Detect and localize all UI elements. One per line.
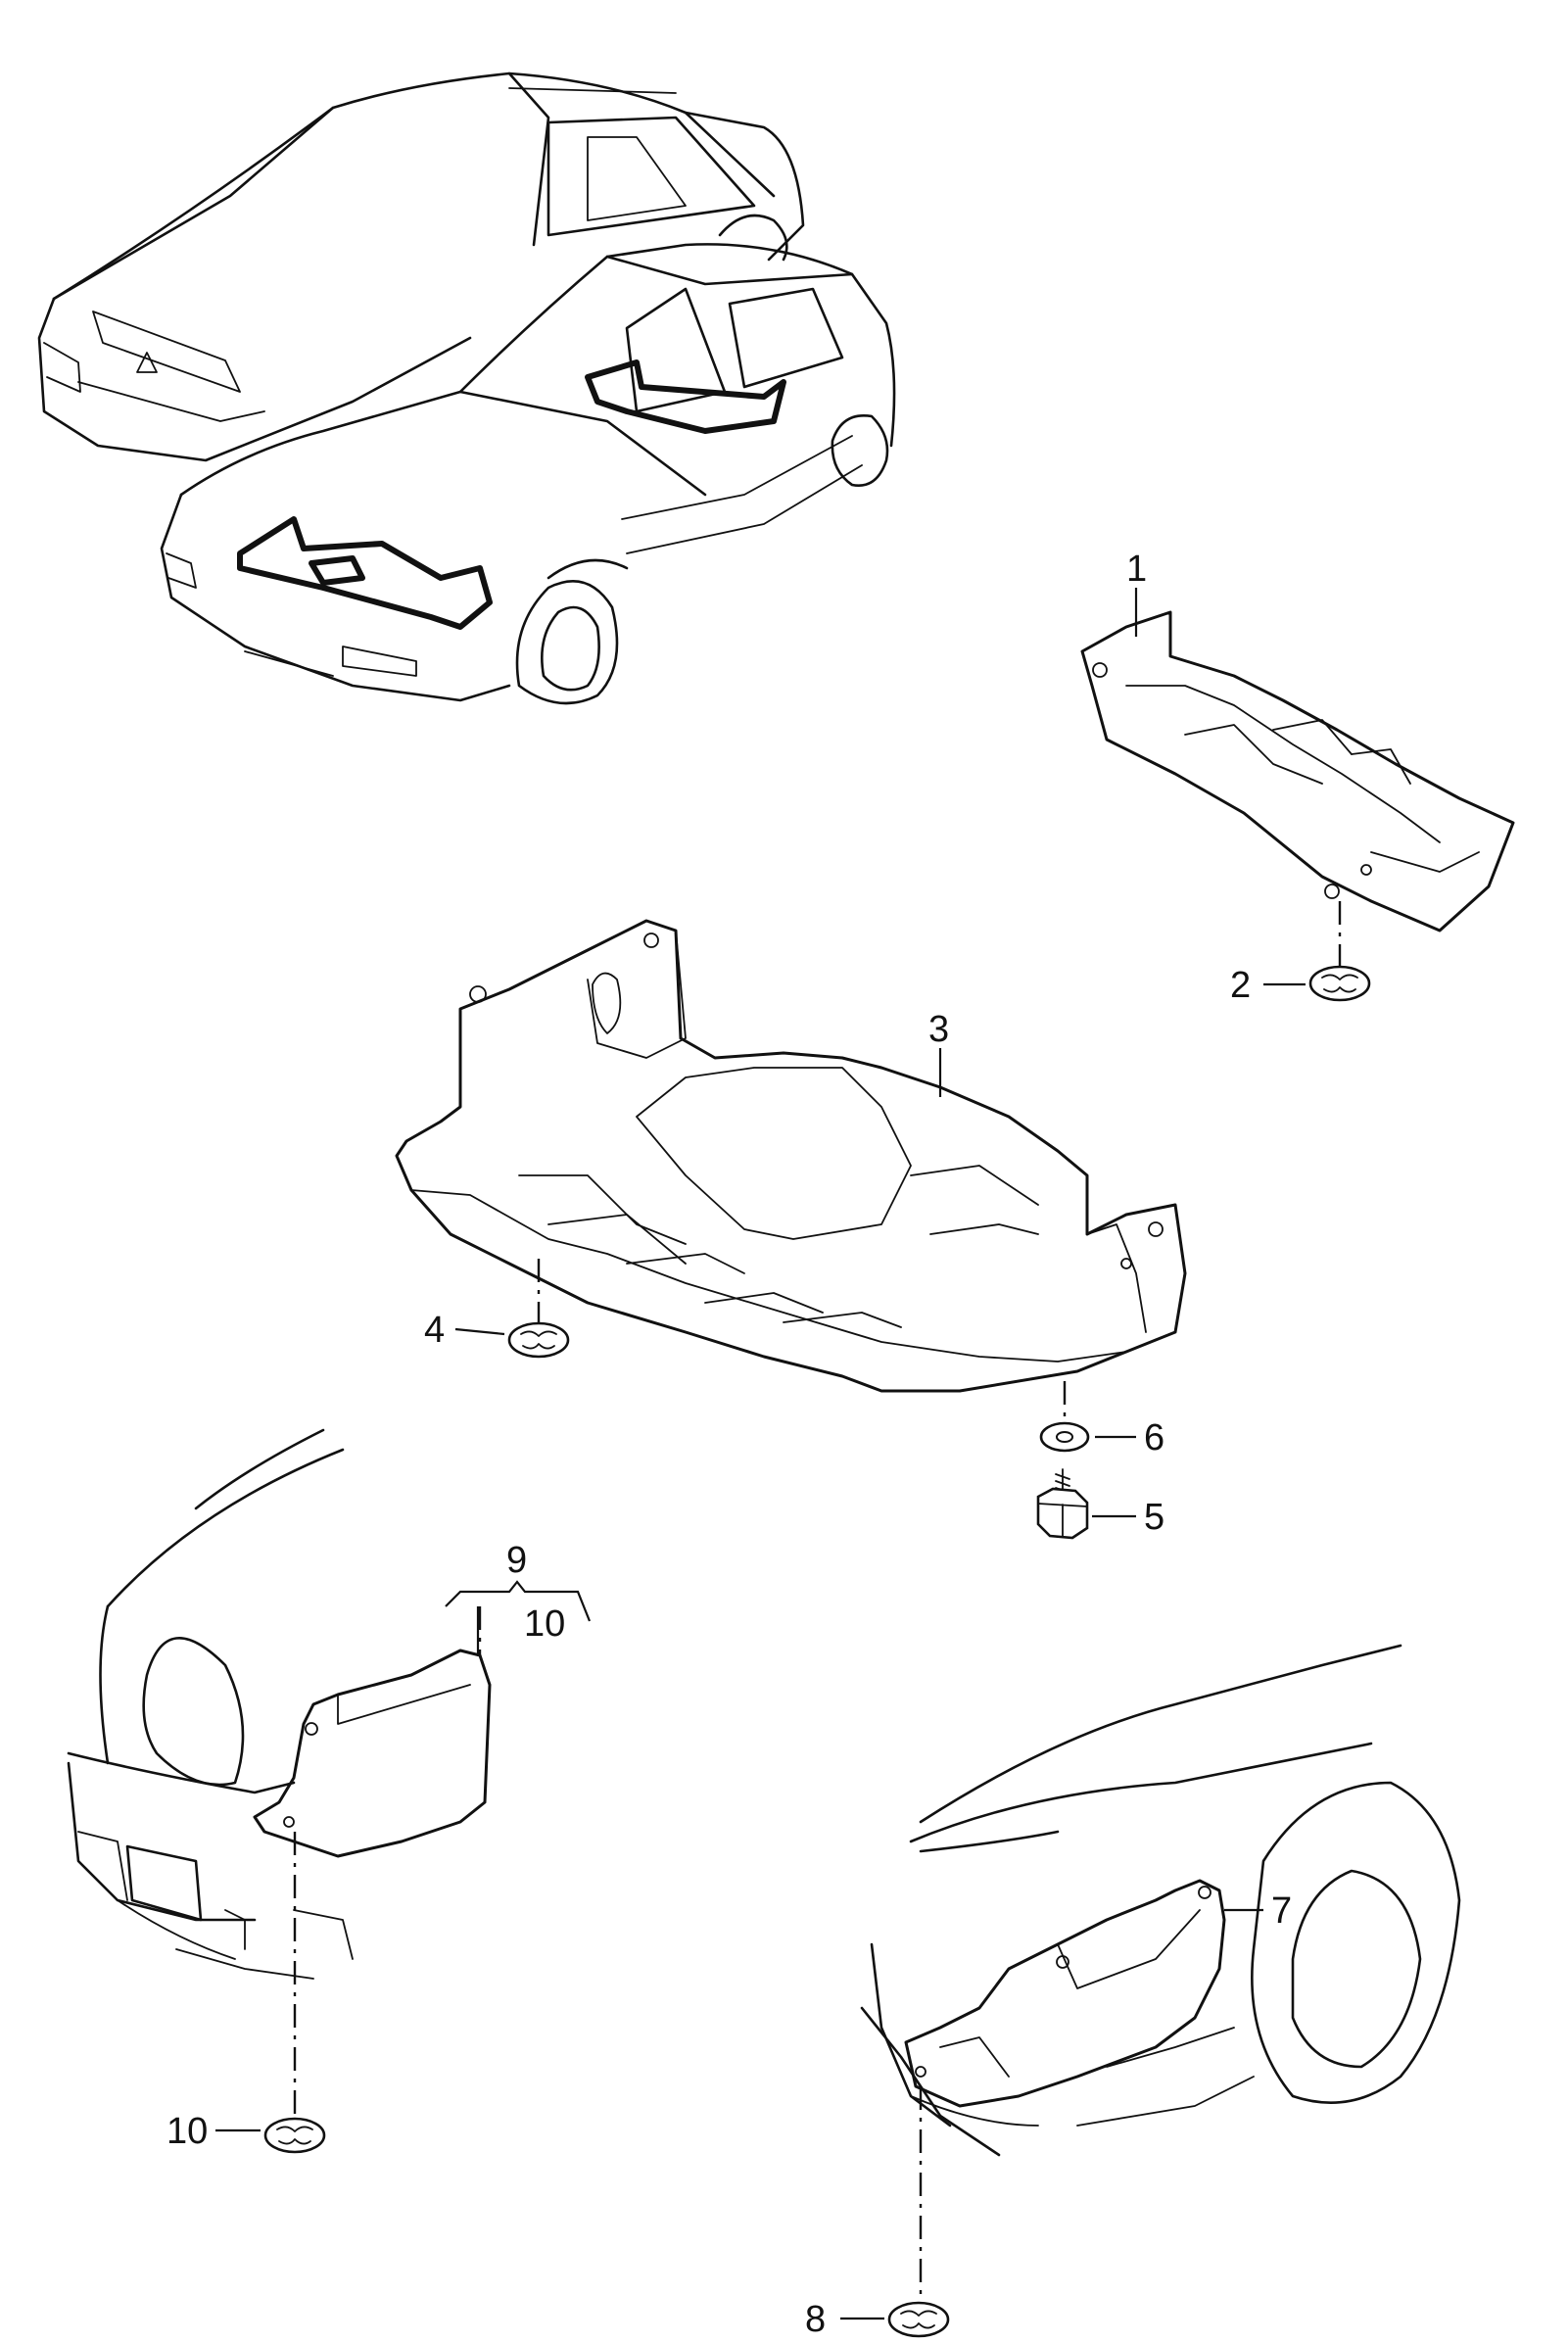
bracket-9 [445, 1580, 592, 1622]
gearbox-cover-highlight [585, 359, 786, 434]
screw-5 [1036, 1468, 1089, 1540]
speed-nut-8 [887, 2301, 950, 2338]
callout-7: 7 [1271, 1890, 1292, 1932]
callout-5: 5 [1144, 1497, 1164, 1538]
speed-nut-10 [263, 2117, 326, 2154]
speed-nut-2 [1308, 965, 1371, 1002]
callout-3: 3 [928, 1009, 949, 1050]
right-side-cover-part [904, 1879, 1226, 2108]
undertray-center-highlight [309, 555, 365, 586]
callout-10-bracket: 10 [524, 1603, 565, 1645]
callout-10-fastener: 10 [166, 2111, 208, 2152]
washer-6 [1039, 1421, 1090, 1453]
sedan-illustration [37, 72, 805, 462]
callout-1: 1 [1126, 549, 1147, 590]
callout-2: 2 [1230, 965, 1251, 1006]
engine-undertray-part [395, 919, 1187, 1393]
callout-9: 9 [506, 1540, 527, 1581]
leader-4 [454, 1327, 505, 1336]
undertray-highlight [237, 516, 493, 630]
speed-nut-4 [507, 1321, 570, 1359]
gearbox-guard-part [1080, 610, 1515, 932]
callout-4: 4 [424, 1310, 445, 1351]
hatchback-illustration [160, 243, 896, 705]
front-right-car-outline [860, 1644, 1461, 2157]
left-side-cover-part [253, 1649, 492, 1858]
front-left-car-outline [67, 1428, 354, 1980]
callout-8: 8 [805, 2299, 826, 2340]
callout-6: 6 [1144, 1417, 1164, 1458]
